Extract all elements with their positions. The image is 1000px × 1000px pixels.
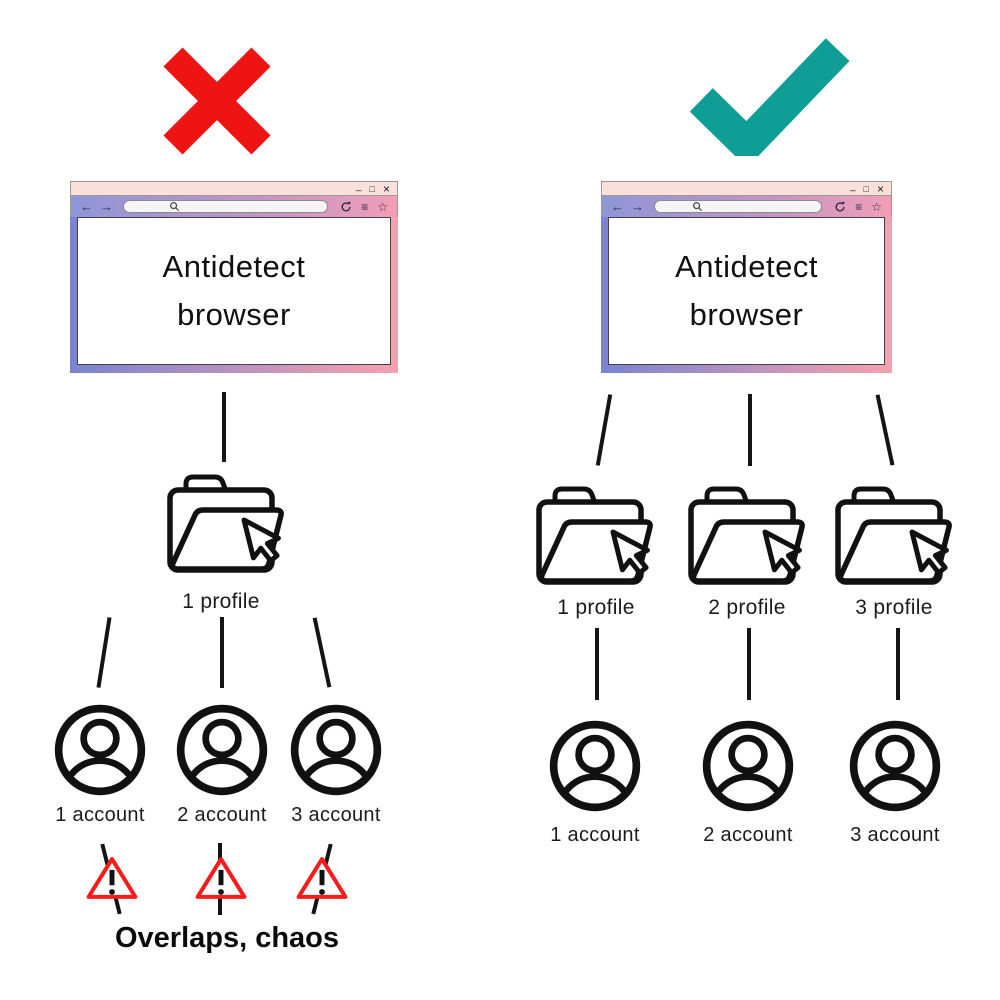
connector-browser-profile [748,394,752,466]
connector-browser-profile [222,392,226,462]
account-icon [172,700,272,800]
profile-label: 2 profile [708,596,786,619]
folder-icon [683,476,815,598]
back-icon: ← [80,199,93,214]
search-icon [169,202,179,212]
menu-icon: ≡ [361,199,369,214]
warning-icon [85,854,139,902]
browser-window-left: _ □ × ← → ≡ ☆ Antidetect browser [70,181,398,373]
connector-profile-account [747,628,751,700]
account-label: 3 account [291,804,381,826]
maximize-icon: □ [863,183,869,194]
account-label: 1 account [550,824,640,846]
bookmark-icon: ☆ [377,199,388,214]
close-icon: × [876,181,884,196]
account-label: 2 account [177,804,267,826]
profile-label: 1 profile [557,596,635,619]
back-icon: ← [611,199,624,214]
warning-icon [295,854,349,902]
bookmark-icon: ☆ [871,199,882,214]
search-bar [123,200,329,213]
titlebar: _ □ × [70,181,398,196]
folder-icon [830,476,962,598]
browser-toolbar: ← → ≡ ☆ [70,196,398,217]
browser-title: Antidetect browser [675,248,818,332]
check-icon [689,38,850,156]
connector-browser-profile [595,394,613,466]
browser-window-right: _ □ × ← → ≡ ☆ Antidetect browser [601,181,892,373]
reload-icon [835,201,846,212]
forward-icon: → [631,199,644,214]
account-icon [50,700,150,800]
connector-profile-account [96,617,112,688]
folder-icon [531,476,663,598]
account-icon [698,716,798,816]
connector-browser-profile [875,394,895,466]
profile-label: 1 profile [182,590,260,613]
profile-label: 3 profile [855,596,933,619]
menu-icon: ≡ [855,199,863,214]
cross-icon [163,47,271,155]
titlebar: _ □ × [601,181,892,196]
connector-profile-account [595,628,599,700]
forward-icon: → [100,199,113,214]
close-icon: × [382,181,390,196]
account-label: 3 account [850,824,940,846]
account-icon [286,700,386,800]
browser-content: Antidetect browser [70,217,398,373]
connector-profile-account [312,617,332,688]
folder-icon [162,464,294,586]
account-label: 1 account [55,804,145,826]
account-icon [545,716,645,816]
browser-content: Antidetect browser [601,217,892,373]
connector-profile-account [220,617,224,688]
search-icon [692,202,702,212]
reload-icon [341,201,352,212]
connector-profile-account [896,628,900,700]
account-icon [845,716,945,816]
browser-toolbar: ← → ≡ ☆ [601,196,892,217]
account-label: 2 account [703,824,793,846]
search-bar [654,200,823,213]
minimize-icon: _ [849,180,856,192]
minimize-icon: _ [355,180,362,192]
browser-title: Antidetect browser [162,248,306,332]
caption: Overlaps, chaos [114,922,340,954]
warning-icon [194,854,248,902]
maximize-icon: □ [369,183,375,194]
